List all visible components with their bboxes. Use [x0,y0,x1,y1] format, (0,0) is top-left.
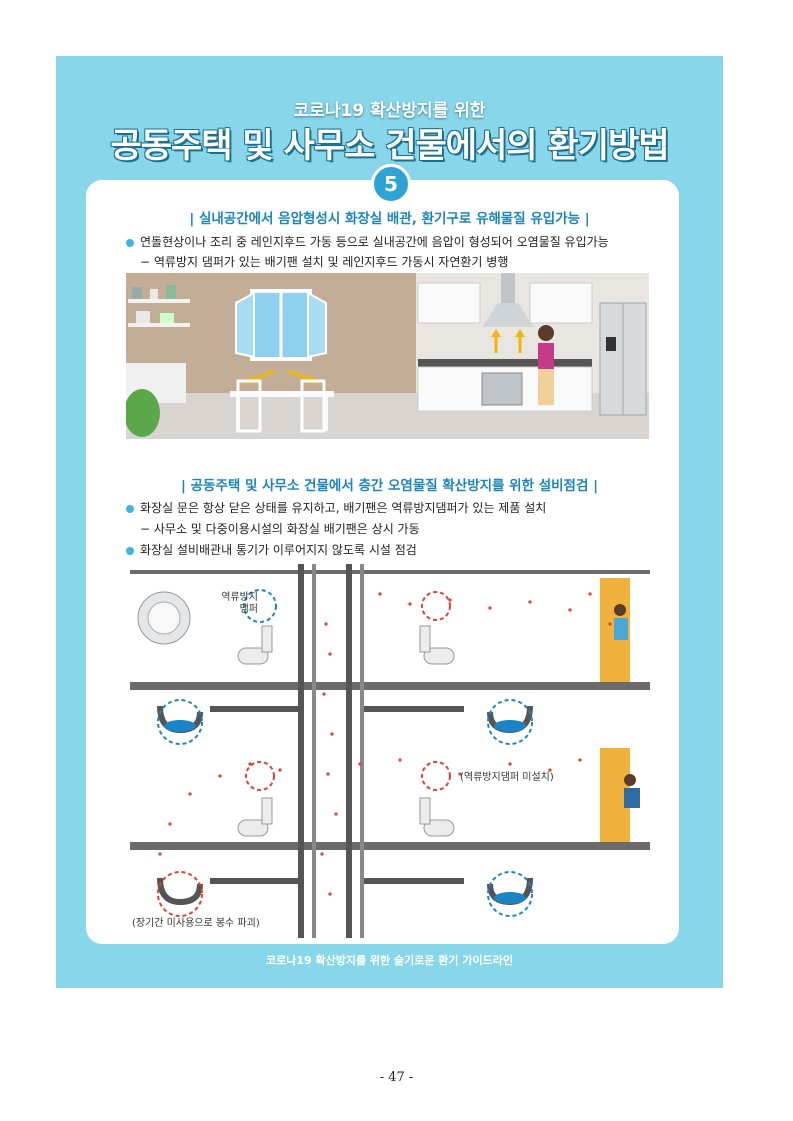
section2-bullet-text: 화장실 설비배관내 통기가 이루어지지 않도록 시설 점검 [140,543,417,557]
damper-label-1: 역류방지 [221,591,258,603]
section2-bullet-1: 화장실 문은 항상 닫은 상태를 유지하고, 배기팬은 역류방지댐퍼가 있는 제… [126,499,546,516]
building-plumbing-diagram: 역류방지 댐퍼 (역류방지댐퍼 미설치) (장기간 미사용으로 봉수 파괴) [130,564,650,938]
poster-title: 공동주택 및 사무소 건물에서의 환기방법 [110,126,669,166]
section2-title: | 공동주택 및 사무소 건물에서 층간 오염물질 확산방지를 위한 설비점검 … [180,478,599,494]
poster: 코로나19 확산방지를 위한 공동주택 및 사무소 건물에서의 환기방법 5 |… [56,56,723,988]
section1-sub: − 역류방지 댐퍼가 있는 배기팬 설치 및 레인지후드 가동시 자연환기 병행 [140,255,509,269]
poster-subtitle: 코로나19 확산방지를 위한 [293,101,486,121]
bullet-dot-icon [126,238,134,247]
damper-label-2: 댐퍼 [240,603,258,615]
step-number-badge: 5 [371,164,411,204]
section2-bullet-2: 화장실 설비배관내 통기가 이루어지지 않도록 시설 점검 [126,541,417,558]
section2-bullet-text: 화장실 문은 항상 닫은 상태를 유지하고, 배기팬은 역류방지댐퍼가 있는 제… [140,501,547,515]
page-number: - 47 - [379,1070,414,1085]
bullet-dot-icon [126,546,134,555]
poster-footer: 코로나19 확산방지를 위한 슬기로운 환기 가이드라인 [266,954,513,967]
section1-bullet: 연돌현상이나 조리 중 레인지후드 가동 등으로 실내공간에 음압이 형성되어 … [126,233,609,250]
trap-broken-label: (장기간 미사용으로 봉수 파괴) [132,917,260,929]
bullet-dot-icon [126,504,134,513]
kitchen-illustration [126,273,649,439]
section2-sub: − 사무소 및 다중이용시설의 화장실 배기팬은 상시 가동 [140,522,420,536]
section1-title: | 실내공간에서 음압형성시 화장실 배관, 환기구로 유해물질 유입가능 | [189,211,590,227]
no-damper-label: (역류방지댐퍼 미설치) [460,771,554,783]
section1-bullet-text: 연돌현상이나 조리 중 레인지후드 가동 등으로 실내공간에 음압이 형성되어 … [140,235,609,249]
